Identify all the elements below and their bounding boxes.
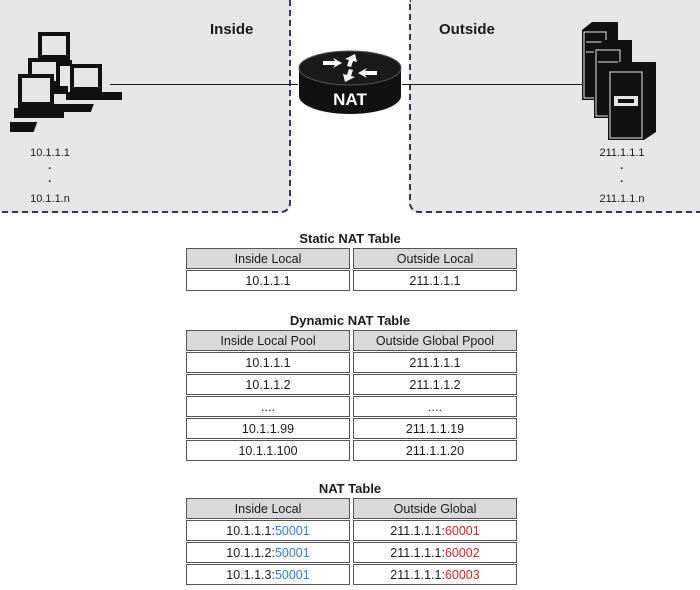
inside-ip-first: 10.1.1.1 [30,147,70,159]
table-cell: 211.1.1.1 [353,352,517,373]
table-cell: 10.1.1.1 [186,352,350,373]
nat-table-title: NAT Table [318,481,382,496]
table-cell: 10.1.1.100 [186,440,350,461]
column-header: Inside Local Pool [186,330,350,351]
table-row: 10.1.1.1 211.1.1.1 [186,352,517,374]
table-row: 10.1.1.2 211.1.1.2 [186,374,517,396]
inside-ip: 10.1.1.1: [226,523,275,538]
table-row: 10.1.1.2:50001 211.1.1.1:60002 [186,542,517,564]
outside-link-line [402,84,584,85]
table-cell: 211.1.1.20 [353,440,517,461]
inside-port: 50001 [274,567,310,582]
table-cell: 211.1.1.1:60003 [353,564,517,585]
table-row: 10.1.1.100 211.1.1.20 [186,440,517,462]
inside-link-line [110,84,298,85]
table-cell: 10.1.1.2:50001 [186,542,350,563]
outside-port: 60003 [444,567,480,582]
table-header-row: Inside Local Pool Outside Global Ppool [186,330,517,352]
static-table-title: Static NAT Table [299,231,401,246]
column-header: Outside Global Ppool [353,330,517,351]
table-header-row: Inside Local Outside Global [186,498,517,520]
table-row: 10.1.1.3:50001 211.1.1.1:60003 [186,564,517,586]
outside-port: 60002 [444,545,480,560]
static-nat-table: Inside Local Outside Local 10.1.1.1 211.… [186,248,517,292]
inside-ip-last: 10.1.1.n [30,193,70,205]
table-cell: .... [186,396,350,417]
pc-group-icon [10,32,122,132]
column-header: Inside Local [186,248,350,269]
inside-ip-dot: · [48,176,52,188]
inside-zone-title: Inside [210,21,254,38]
table-cell: .... [353,396,517,417]
column-header: Outside Global [353,498,517,519]
table-cell: 10.1.1.99 [186,418,350,439]
outside-ip: 211.1.1.1: [390,567,445,582]
table-row: 10.1.1.1:50001 211.1.1.1:60001 [186,520,517,542]
table-cell: 10.1.1.1:50001 [186,520,350,541]
inside-ip: 10.1.1.3: [226,567,275,582]
table-row: 10.1.1.99 211.1.1.19 [186,418,517,440]
outside-ip: 211.1.1.1: [390,545,445,560]
dynamic-nat-table: Inside Local Pool Outside Global Ppool 1… [186,330,517,462]
table-cell: 10.1.1.3:50001 [186,564,350,585]
outside-zone-title: Outside [439,21,495,38]
outside-ip-dot: · [620,163,624,175]
column-header: Outside Local [353,248,517,269]
dynamic-table-title: Dynamic NAT Table [289,313,411,328]
table-cell: 211.1.1.19 [353,418,517,439]
table-cell: 211.1.1.2 [353,374,517,395]
outside-ip-last: 211.1.1.n [599,193,645,205]
inside-port: 50001 [274,545,310,560]
nat-router-label: NAT [333,90,367,109]
table-cell: 10.1.1.1 [186,270,350,291]
column-header: Inside Local [186,498,350,519]
inside-port: 50001 [274,523,310,538]
table-cell: 211.1.1.1 [353,270,517,291]
outside-ip-dot: · [620,176,624,188]
table-cell: 10.1.1.2 [186,374,350,395]
inside-ip-dot: · [48,163,52,175]
table-row: 10.1.1.1 211.1.1.1 [186,270,517,292]
outside-port: 60001 [444,523,480,538]
outside-ip-first: 211.1.1.1 [599,147,645,159]
server-stack-icon [582,22,656,140]
nat-router-icon: NAT [297,50,403,116]
table-row: .... .... [186,396,517,418]
table-cell: 211.1.1.1:60002 [353,542,517,563]
inside-ip: 10.1.1.2: [226,545,275,560]
table-header-row: Inside Local Outside Local [186,248,517,270]
outside-ip: 211.1.1.1: [390,523,445,538]
table-cell: 211.1.1.1:60001 [353,520,517,541]
nat-table: Inside Local Outside Global 10.1.1.1:500… [186,498,517,586]
